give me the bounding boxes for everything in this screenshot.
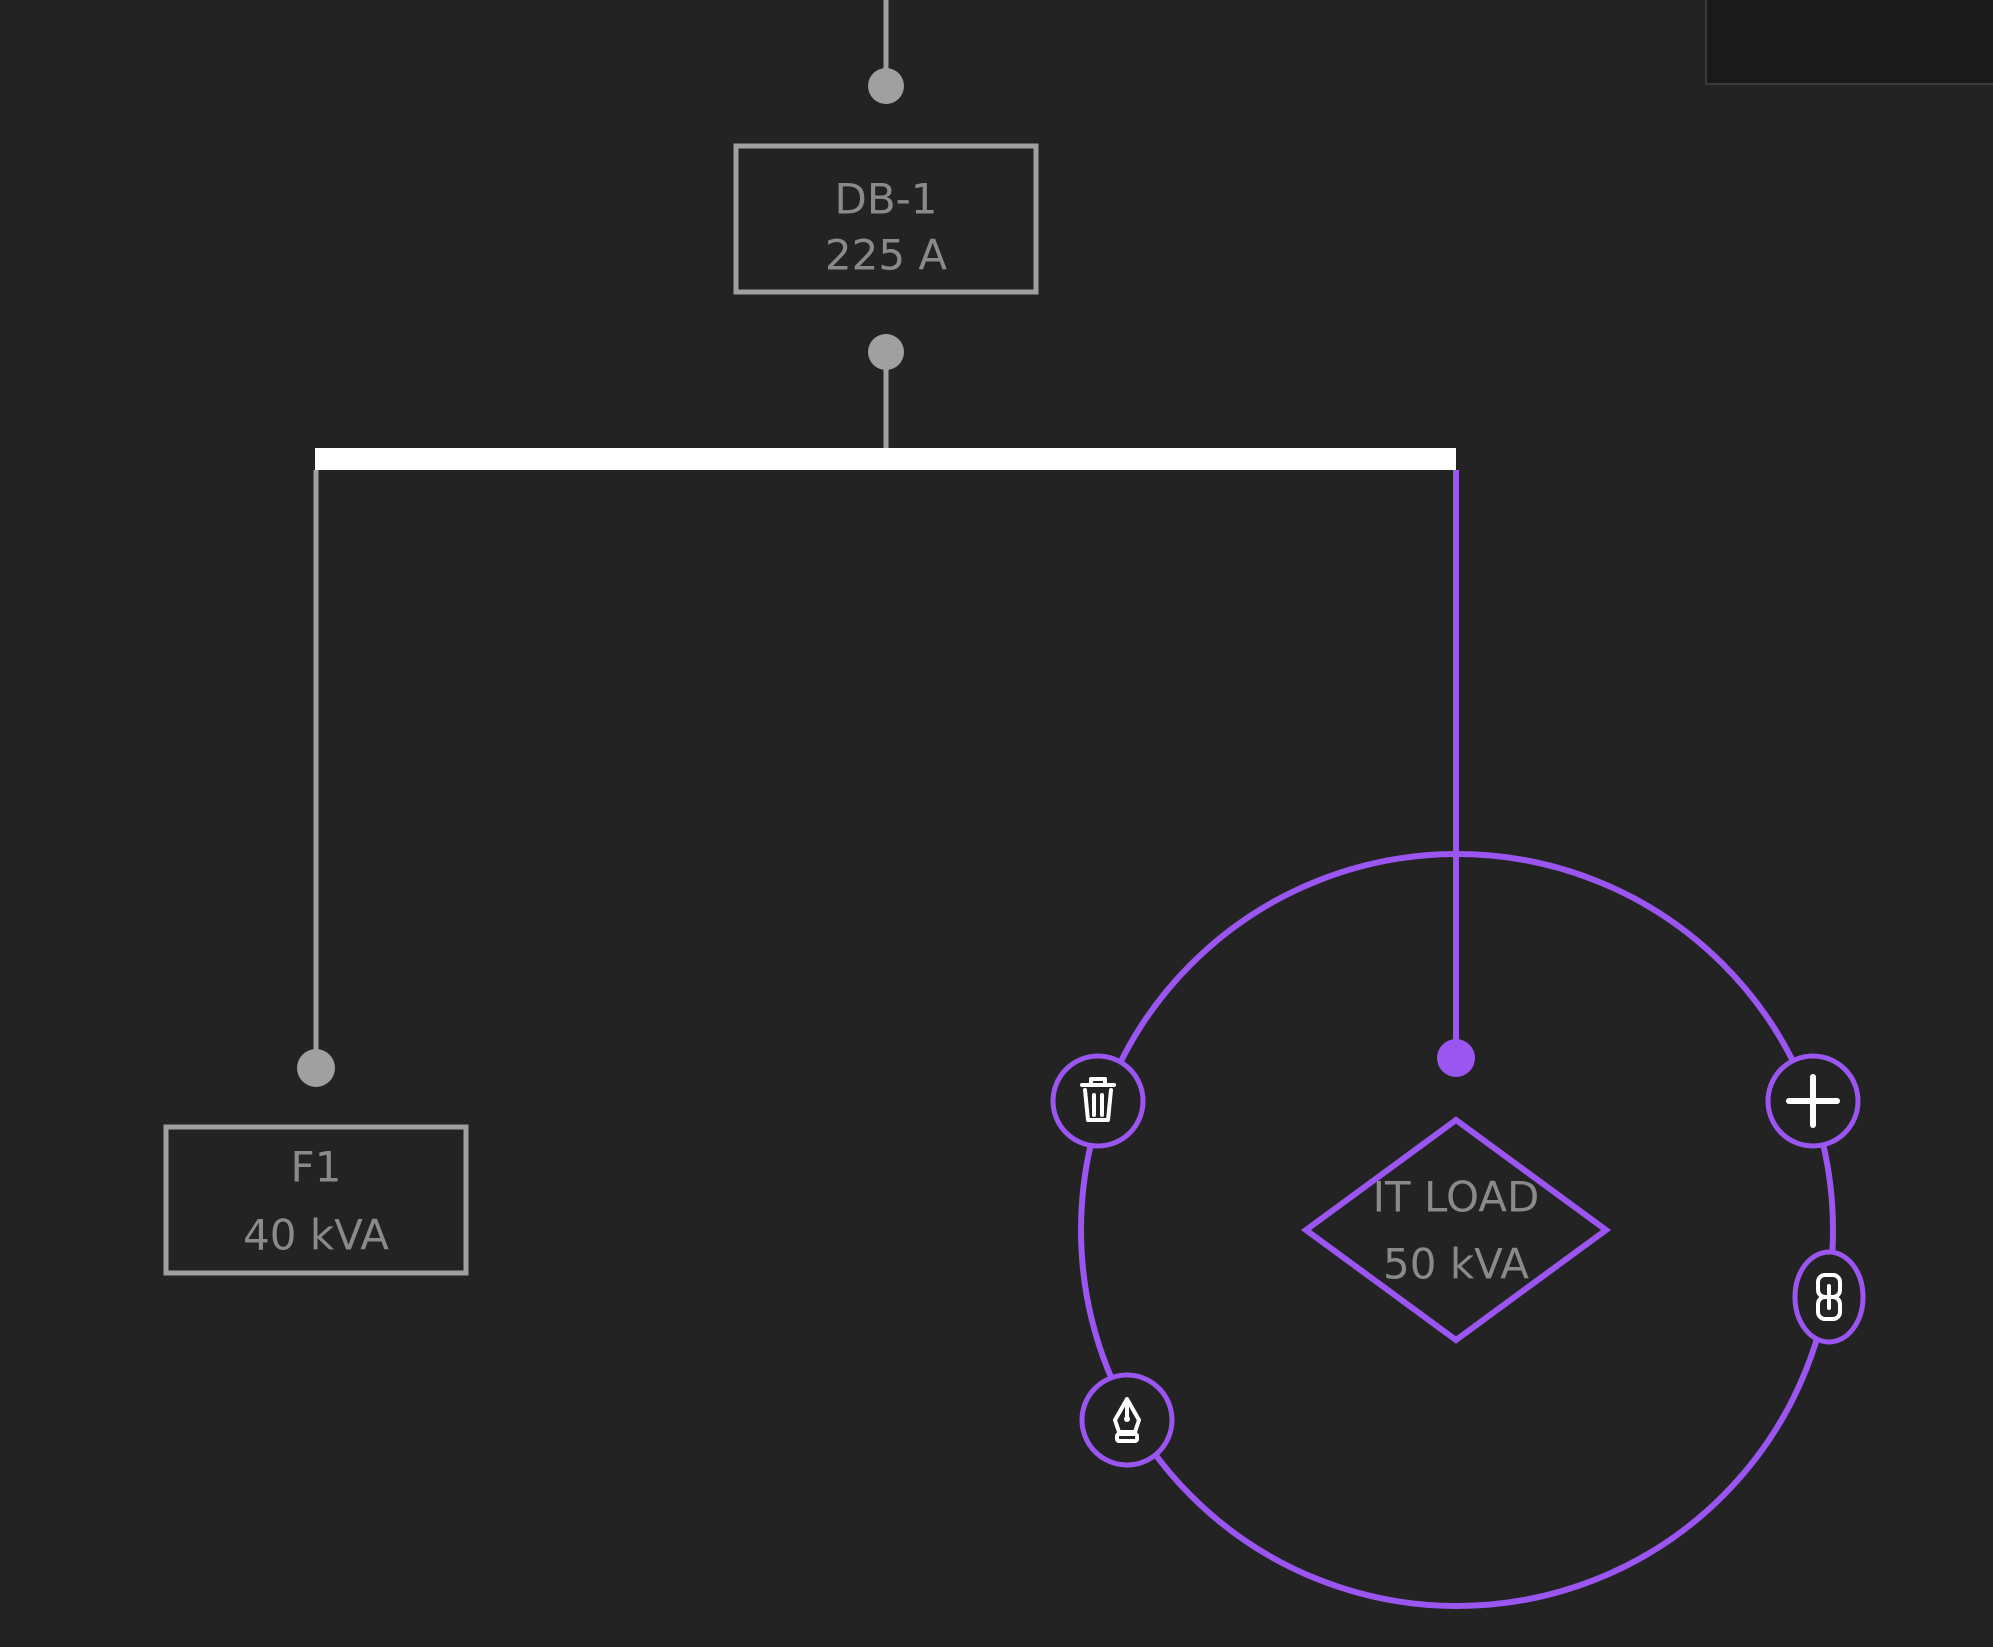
f1-input-port[interactable] — [297, 1049, 335, 1087]
add-child-button[interactable] — [1765, 1053, 1861, 1149]
edit-node-button[interactable] — [1079, 1372, 1175, 1468]
db1-rating: 225 A — [825, 231, 948, 280]
it-load-input-port[interactable] — [1437, 1039, 1475, 1077]
link-button[interactable] — [1792, 1249, 1866, 1345]
it-load-rating: 50 kVA — [1383, 1240, 1529, 1289]
bus-bar[interactable] — [315, 448, 1456, 470]
plus-icon — [1786, 1074, 1840, 1128]
db1-box — [733, 143, 1039, 295]
db1-input-port[interactable] — [868, 68, 904, 104]
pen-icon — [1113, 1397, 1141, 1443]
f1-rating: 40 kVA — [243, 1211, 389, 1260]
node-it-load[interactable]: IT LOAD 50 kVA — [1300, 1116, 1612, 1344]
f1-box — [163, 1124, 469, 1276]
it-load-name: IT LOAD — [1373, 1173, 1540, 1222]
trash-icon — [1080, 1077, 1116, 1122]
node-f1[interactable]: F1 40 kVA — [163, 1124, 469, 1276]
node-db1[interactable]: DB-1 225 A — [733, 143, 1039, 295]
db1-name: DB-1 — [834, 175, 937, 224]
side-panel — [1705, 0, 1993, 85]
f1-name: F1 — [291, 1143, 342, 1192]
it-load-diamond — [1300, 1116, 1612, 1344]
selection-ring — [1078, 851, 1836, 1609]
delete-node-button[interactable] — [1050, 1053, 1146, 1149]
link-icon — [1816, 1273, 1842, 1321]
